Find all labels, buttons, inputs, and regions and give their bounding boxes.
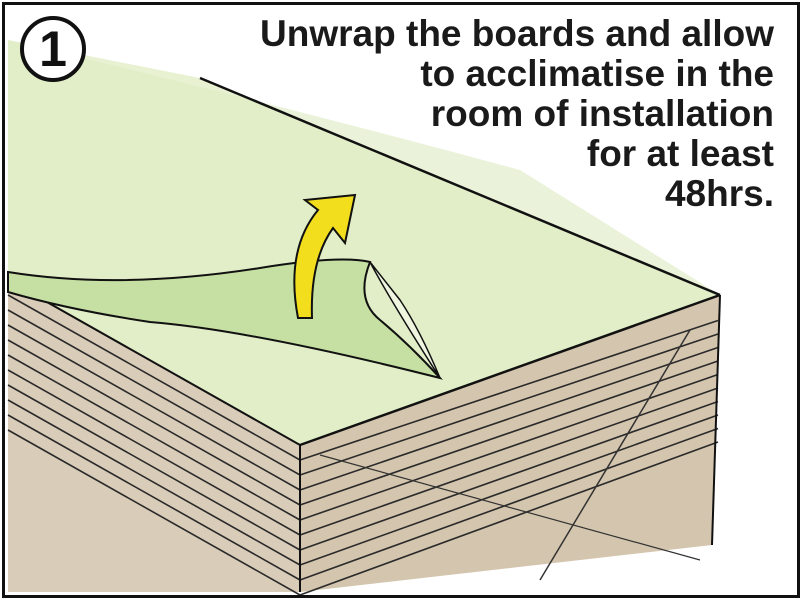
board-layer-line bbox=[7, 309, 301, 476]
board-layer-line bbox=[299, 414, 719, 566]
stack-left-face bbox=[8, 280, 300, 592]
board-layer-line bbox=[7, 294, 301, 461]
board-layer-line bbox=[7, 369, 301, 536]
instruction-line: Unwrap the boards and allow bbox=[260, 13, 774, 54]
board-layer-line bbox=[7, 354, 301, 521]
instruction-line: 48hrs. bbox=[664, 173, 774, 214]
board-layer-line bbox=[7, 429, 301, 596]
lift-arrow-icon bbox=[293, 193, 357, 319]
board-layer-line bbox=[7, 339, 301, 506]
step-number-badge: 1 bbox=[20, 16, 86, 82]
peeled-wrap-sheet bbox=[7, 258, 443, 380]
board-layer-line bbox=[7, 399, 301, 566]
instruction-text: Unwrap the boards and allow to acclimati… bbox=[174, 14, 774, 214]
instruction-line: room of installation bbox=[430, 93, 774, 134]
board-layer-line bbox=[7, 324, 301, 491]
board-layer-line bbox=[299, 346, 719, 491]
board-layer-line bbox=[299, 400, 719, 551]
instruction-line: for at least bbox=[586, 133, 774, 174]
board-layer-line bbox=[7, 384, 301, 551]
board-layer-line bbox=[299, 319, 719, 461]
board-layer-line bbox=[7, 414, 301, 581]
board-layer-line bbox=[299, 387, 719, 536]
board-layer-line bbox=[299, 441, 719, 596]
board-layer-line bbox=[299, 427, 719, 581]
board-layer-line bbox=[299, 360, 719, 506]
board-layer-line bbox=[299, 333, 719, 476]
instruction-line: to acclimatise in the bbox=[420, 53, 774, 94]
